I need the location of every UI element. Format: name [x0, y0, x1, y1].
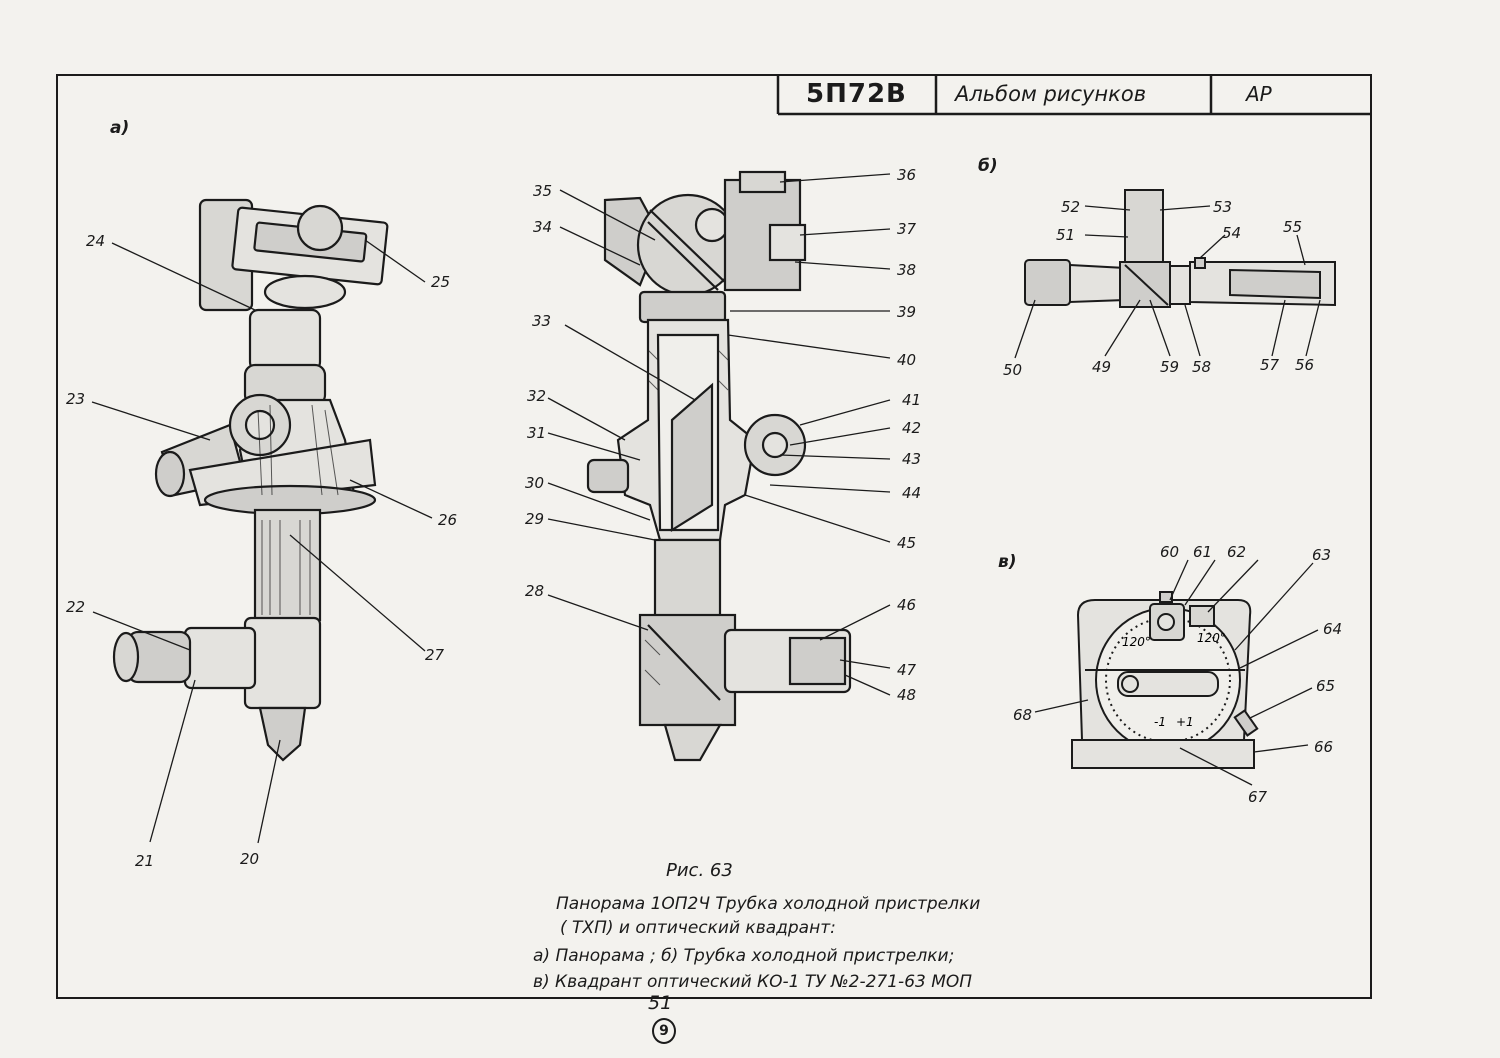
label-59: 59: [1160, 358, 1179, 376]
label-66: 66: [1314, 738, 1333, 756]
label-63: 63: [1312, 546, 1331, 564]
label-52: 52: [1061, 198, 1080, 216]
label-55: 55: [1283, 218, 1302, 236]
caption-line-1: Панорама 1ОП2Ч Трубка холодной пристрелк…: [556, 894, 981, 914]
figure-number: Рис. 63: [666, 860, 733, 881]
drawing-code: 5П72В: [806, 79, 907, 109]
label-49: 49: [1092, 358, 1111, 376]
label-33: 33: [532, 312, 551, 330]
label-20: 20: [240, 850, 259, 868]
leader-lines: [91, 173, 1321, 844]
label-28: 28: [525, 582, 544, 600]
cold-sighting-tube-section: [586, 170, 852, 762]
label-22: 22: [66, 598, 85, 616]
label-25: 25: [431, 273, 450, 291]
label-38: 38: [897, 261, 916, 279]
label-37: 37: [897, 220, 917, 238]
label-57: 57: [1260, 356, 1280, 374]
label-65: 65: [1316, 677, 1335, 695]
label-36: 36: [897, 166, 916, 184]
dial-right-angle: 120°: [1197, 631, 1226, 645]
dial-left-angle: 120°: [1122, 635, 1151, 649]
label-24: 24: [86, 232, 105, 250]
label-58: 58: [1192, 358, 1211, 376]
view-letter-v: в): [998, 552, 1017, 572]
label-50: 50: [1003, 361, 1022, 379]
label-51: 51: [1056, 226, 1075, 244]
label-31: 31: [527, 424, 546, 442]
label-54: 54: [1222, 224, 1241, 242]
label-35: 35: [533, 182, 552, 200]
label-67: 67: [1248, 788, 1268, 806]
label-45: 45: [897, 534, 916, 552]
label-30: 30: [525, 474, 544, 492]
label-46: 46: [897, 596, 916, 614]
drawing-code-short: АР: [1246, 82, 1272, 106]
drawing-title: Альбом рисунков: [955, 82, 1147, 106]
label-47: 47: [897, 661, 917, 679]
view-letter-a: а): [110, 118, 130, 138]
tube-view-b: [1024, 189, 1336, 308]
label-26: 26: [438, 511, 457, 529]
label-56: 56: [1295, 356, 1314, 374]
dial-plus: +1: [1176, 715, 1194, 729]
part-number-labels: 20 21 22 23 24 25 26 27 28 29 30 31 32 3…: [66, 166, 1342, 870]
caption-line-3: а) Панорама ; б) Трубка холодной пристре…: [533, 946, 955, 966]
label-41: 41: [902, 391, 921, 409]
label-39: 39: [897, 303, 916, 321]
label-21: 21: [135, 852, 154, 870]
quadrant-view-v: [1071, 591, 1259, 769]
label-32: 32: [527, 387, 546, 405]
label-42: 42: [902, 419, 921, 437]
page-number: 51: [648, 992, 673, 1014]
label-44: 44: [902, 484, 921, 502]
frame-border: [56, 74, 1372, 999]
label-43: 43: [902, 450, 921, 468]
label-23: 23: [66, 390, 85, 408]
label-62: 62: [1227, 543, 1246, 561]
sheet-number: 9: [652, 1018, 676, 1044]
dial-minus: -1: [1154, 715, 1166, 729]
label-64: 64: [1323, 620, 1342, 638]
caption-line-4: в) Квадрант оптический КО-1 ТУ №2-271-63…: [533, 972, 973, 992]
label-53: 53: [1213, 198, 1232, 216]
caption-line-2: ( ТХП) и оптический квадрант:: [560, 918, 836, 938]
label-48: 48: [897, 686, 916, 704]
label-40: 40: [897, 351, 916, 369]
label-68: 68: [1013, 706, 1032, 724]
label-27: 27: [425, 646, 445, 664]
label-60: 60: [1160, 543, 1179, 561]
label-34: 34: [533, 218, 552, 236]
panorama-drawing: [112, 198, 389, 762]
label-29: 29: [525, 510, 544, 528]
label-61: 61: [1193, 543, 1212, 561]
view-letter-b: б): [978, 156, 998, 176]
title-block: [776, 75, 1371, 116]
